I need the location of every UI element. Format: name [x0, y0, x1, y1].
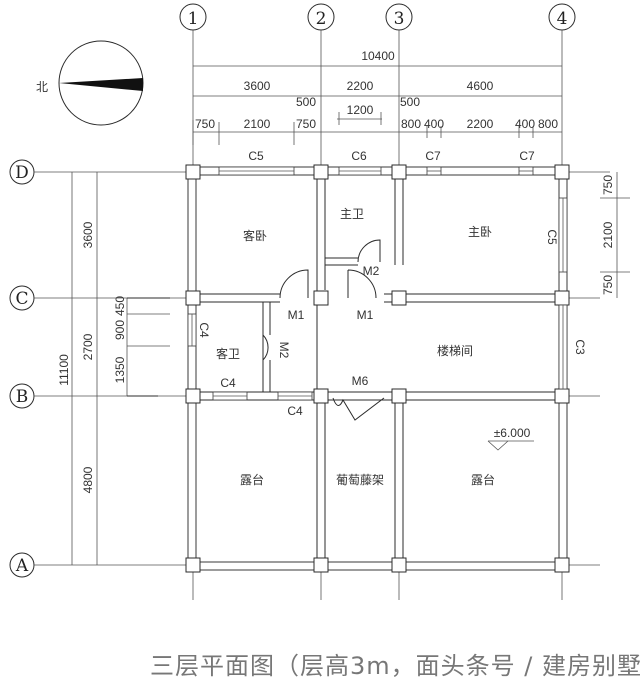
dim-detail: 1350 [113, 356, 127, 383]
window-tag: C4 [220, 376, 236, 390]
window-tag: C7 [425, 149, 441, 163]
dim-detail: 750 [195, 117, 215, 131]
caption-text: 三层平面图（层高3m，面 [150, 652, 441, 680]
dim-bay-3: 4600 [467, 79, 494, 93]
door-swing-icon [347, 269, 377, 299]
dim-total-depth: 11100 [57, 354, 71, 386]
right-dimensions: 750 2100 750 [600, 172, 630, 298]
north-label: 北 [36, 80, 48, 94]
room-label: 主卫 [340, 207, 364, 221]
north-arrow-icon [59, 78, 143, 91]
dim-detail: 2200 [467, 117, 494, 131]
door-tag: M2 [277, 342, 291, 359]
door-tag: M1 [357, 308, 374, 322]
dim-offset-2: 500 [400, 95, 420, 109]
elevation-mark: ±6.000 [487, 426, 534, 451]
dim-detail: 750 [601, 275, 615, 295]
dim-detail: 750 [296, 117, 316, 131]
north-arrow: 北 [36, 40, 144, 126]
axis-label: B [16, 387, 29, 407]
window-tag: C4 [287, 404, 303, 418]
dim-bay-2: 2200 [347, 79, 374, 93]
window-tag: C3 [573, 339, 587, 355]
axis-label: 1 [188, 9, 199, 29]
door-swing-icon [332, 397, 385, 421]
dim-bay-1: 3600 [244, 79, 271, 93]
window-tag: C7 [519, 149, 535, 163]
door-swing-icon [279, 269, 309, 299]
door-swing-icon [357, 239, 381, 263]
top-dimensions: 10400 3600 2200 4600 500 500 750 2100 75… [192, 49, 562, 145]
dim-detail: 900 [113, 320, 127, 340]
dim-detail: 450 [113, 296, 127, 316]
walls [187, 166, 568, 571]
drawing-caption: 三层平面图（层高3m，面头条号 / 建房别墅 [150, 646, 640, 681]
left-dimensions: 11100 3600 2700 4800 450 900 1350 [57, 172, 170, 565]
opening-tags: C5 C6 C7 C7 C5 C3 C4 C4 C4 M1 M1 M2 M2 M… [197, 149, 587, 418]
elevation-value: ±6.000 [494, 426, 531, 440]
dim-detail: 800 [401, 117, 421, 131]
dim-bay-B-A: 4800 [81, 466, 95, 493]
room-label: 主卧 [468, 225, 492, 239]
room-label: 露台 [471, 472, 495, 487]
dim-detail: 2100 [244, 117, 271, 131]
window-tag: C4 [197, 322, 211, 338]
dim-detail: 400 [515, 117, 535, 131]
windows [187, 166, 568, 401]
axis-label: 4 [557, 9, 568, 29]
dim-detail: 1200 [347, 103, 374, 117]
dim-detail: 2100 [601, 221, 615, 248]
room-label: 露台 [240, 472, 264, 487]
room-label: 楼梯间 [437, 343, 473, 358]
dim-offset-1: 500 [296, 95, 316, 109]
doors [262, 239, 385, 421]
dim-total-width: 10400 [361, 49, 395, 63]
door-tag: M1 [288, 308, 305, 322]
door-swing-icon [262, 334, 269, 361]
watermark-text: 头条号 / 建房别墅 [440, 652, 640, 680]
dim-bay-C-B: 2700 [81, 333, 95, 360]
axis-label: C [15, 289, 28, 309]
dim-detail: 750 [601, 175, 615, 195]
room-label: 客卫 [216, 346, 240, 361]
room-labels: 客卧 主卫 主卧 客卫 楼梯间 露台 葡萄藤架 露台 [216, 207, 495, 487]
dim-bay-D-C: 3600 [81, 221, 95, 248]
door-tag: M2 [363, 264, 380, 278]
dim-detail: 800 [538, 117, 558, 131]
window-tag: C6 [351, 149, 367, 163]
axis-label: D [15, 163, 29, 183]
dim-detail: 400 [424, 117, 444, 131]
axis-label: A [15, 556, 29, 576]
window-tag: C5 [545, 229, 559, 245]
axis-label: 3 [394, 9, 405, 29]
axis-label: 2 [316, 9, 327, 29]
room-label: 葡萄藤架 [336, 473, 384, 487]
room-label: 客卧 [243, 228, 267, 243]
window-tag: C5 [248, 149, 264, 163]
door-tag: M6 [352, 374, 369, 388]
